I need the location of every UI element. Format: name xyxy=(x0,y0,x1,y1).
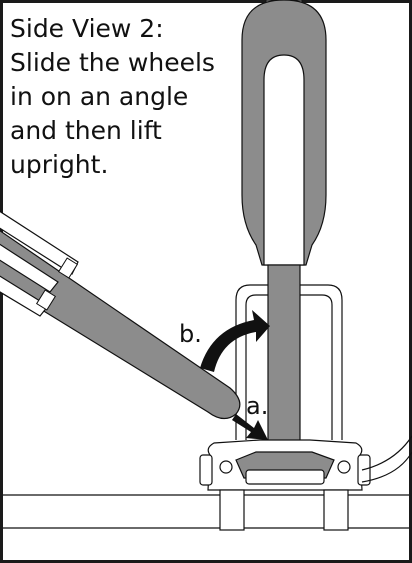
angled-arm xyxy=(0,210,241,420)
bike-fork xyxy=(241,0,327,266)
arrow-a xyxy=(232,414,268,440)
arrow-b xyxy=(200,310,270,372)
wheel-tire xyxy=(267,264,301,456)
right-rail-inner xyxy=(361,451,412,483)
base-clamp xyxy=(199,439,371,531)
figure-caption: Side View 2: Slide the wheels in on an a… xyxy=(10,14,215,179)
right-rail xyxy=(361,435,412,471)
step-a-label: a. xyxy=(246,392,269,420)
step-b-label: b. xyxy=(179,320,202,348)
